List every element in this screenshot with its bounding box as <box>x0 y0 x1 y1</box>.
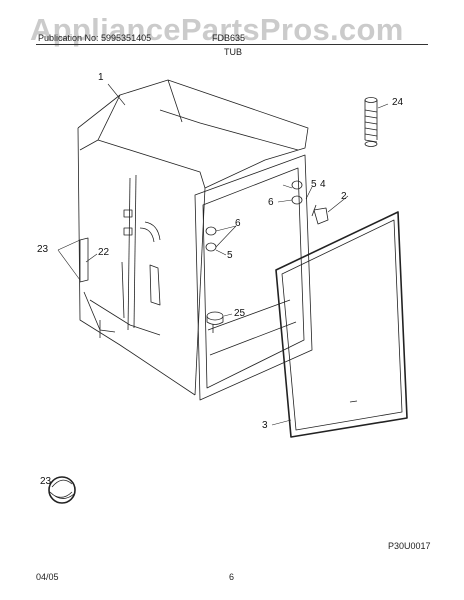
callout-5-lower: 5 <box>227 250 233 261</box>
leader-lines <box>57 83 389 426</box>
tub-shell <box>77 79 313 401</box>
callout-23-inset: 23 <box>40 476 52 487</box>
callout-6-lower: 6 <box>235 218 241 229</box>
part-23-clamp <box>48 476 76 504</box>
model-number: FDB635 <box>212 33 246 43</box>
callout-22: 22 <box>98 247 110 258</box>
part-25-fitting <box>206 311 224 333</box>
door-gasket <box>275 211 408 438</box>
callout-23: 23 <box>37 244 49 255</box>
callout-3: 3 <box>262 420 268 431</box>
figure-code: P30U0017 <box>388 541 431 551</box>
callout-2: 2 <box>341 191 347 202</box>
callout-6-upper: 6 <box>268 197 274 208</box>
section-title: TUB <box>224 47 242 57</box>
watermark: AppliancePartsPros.com <box>30 12 404 47</box>
header-rule <box>36 44 428 45</box>
part-2-bracket <box>311 204 329 225</box>
part-24-tube <box>364 97 378 147</box>
callout-1: 1 <box>98 72 104 83</box>
publication-number: Publication No: 5995351405 <box>38 33 152 43</box>
callout-25: 25 <box>234 308 246 319</box>
footer-date: 04/05 <box>36 572 59 582</box>
callout-24: 24 <box>392 97 404 108</box>
page-number: 6 <box>229 572 235 582</box>
callout-5-upper: 5 <box>311 179 317 190</box>
grommets <box>205 180 303 252</box>
callout-4: 4 <box>320 179 326 190</box>
